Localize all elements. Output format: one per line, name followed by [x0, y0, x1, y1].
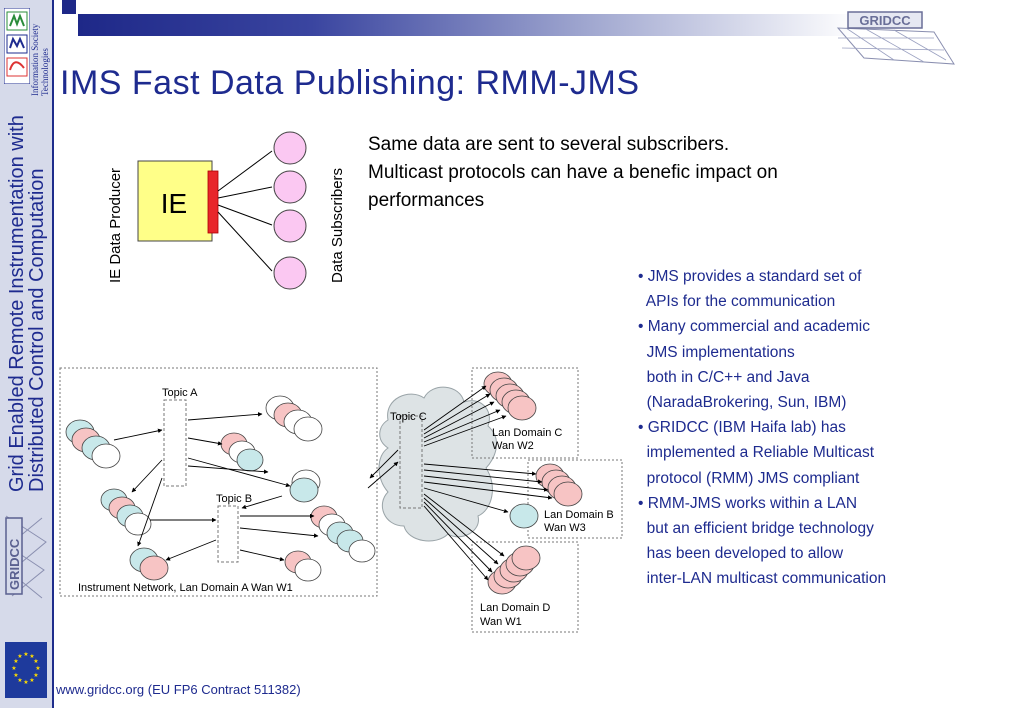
subscriber-node — [273, 131, 307, 165]
bullet-line: APIs for the communication — [638, 293, 836, 311]
subscriber-node — [273, 170, 307, 204]
svg-text:★: ★ — [29, 677, 34, 684]
domain-d-box — [471, 541, 579, 633]
svg-text:★: ★ — [17, 653, 22, 660]
topic-c-label: Topic C — [390, 411, 427, 423]
topic-arrows-b — [150, 495, 319, 562]
bullet-line: • JMS provides a standard set of — [638, 268, 862, 285]
ist-logo-icon — [4, 8, 30, 84]
subscriber-node — [273, 256, 307, 290]
svg-text:★: ★ — [29, 653, 34, 660]
network-node — [289, 477, 319, 503]
bullet-line: • Many commercial and academic — [638, 318, 870, 336]
domain-d-label: Lan Domain D — [480, 602, 550, 614]
domain-c-label: Lan Domain C — [492, 427, 562, 439]
svg-text:★: ★ — [23, 651, 28, 658]
sidebar-divider — [52, 0, 54, 708]
ie-producer-box — [137, 160, 213, 242]
svg-text:★: ★ — [11, 665, 16, 672]
svg-text:★: ★ — [35, 665, 40, 672]
domain-d-sublabel: Wan W1 — [480, 616, 522, 628]
topic-b-label: Topic B — [216, 493, 252, 505]
node-cluster-domain-d — [487, 545, 541, 595]
topic-b-box — [217, 505, 239, 563]
bullet-line: both in C/C++ and Java — [638, 368, 810, 386]
svg-text:★: ★ — [13, 672, 18, 679]
slide-title: IMS Fast Data Publishing: RMM-JMS — [60, 64, 640, 102]
topic-c-box — [399, 415, 423, 509]
ist-caption: Information Society Technologies — [30, 23, 50, 96]
intro-line: Same data are sent to several subscriber… — [368, 134, 730, 155]
domain-b-sublabel: Wan W3 — [544, 522, 586, 534]
publish-diagram: IE IE Data Producer Data Subscribers — [107, 131, 346, 290]
domain-a-label: Instrument Network, Lan Domain A Wan W1 — [78, 582, 293, 594]
domain-c-sublabel: Wan W2 — [492, 440, 534, 452]
bullet-line: JMS implementations — [638, 343, 795, 361]
node-cluster-mid-top — [265, 395, 323, 442]
bullet-line: but an efficient bridge technology — [638, 520, 874, 538]
header-gradient-bar — [78, 14, 858, 36]
gridcc-logo-icon: GRIDCC — [836, 11, 955, 65]
domain-b-label: Lan Domain B — [544, 509, 614, 521]
producer-label: IE Data Producer — [107, 168, 124, 283]
node-cluster-left-top — [65, 419, 121, 469]
eu-flag-icon: ★★★★ ★★★★ ★★★★ — [5, 642, 47, 698]
bullet-list: • JMS provides a standard set of APIs fo… — [638, 264, 1008, 592]
bullet-line: has been developed to allow — [638, 545, 844, 563]
bullet-line: • RMM-JMS works within a LAN — [638, 494, 858, 512]
gridcc-logo-text: GRIDCC — [859, 13, 911, 28]
bullet-line: implemented a Reliable Multicast — [638, 444, 875, 462]
domain-a-box — [59, 367, 378, 597]
svg-text:★: ★ — [33, 658, 38, 665]
svg-text:★: ★ — [17, 677, 22, 684]
svg-text:★: ★ — [13, 658, 18, 665]
domain-c-box — [471, 367, 579, 459]
network-node — [509, 503, 539, 529]
intro-line: Multicast protocols can have a benefic i… — [368, 162, 778, 183]
svg-text:★: ★ — [33, 672, 38, 679]
topic-a-box — [163, 399, 187, 487]
svg-text:★: ★ — [23, 679, 28, 686]
side-title-line2: Distributed Control and Computation — [26, 168, 48, 492]
node-cluster-bottom-left — [129, 547, 169, 581]
node-cluster-left-mid — [100, 488, 152, 536]
node-cluster-bottom-right — [284, 550, 322, 582]
intro-line: performances — [368, 190, 485, 211]
multicast-arrows — [423, 385, 553, 581]
bullet-line: • GRIDCC (IBM Haifa lab) has — [638, 419, 846, 437]
node-cluster-domain-c — [483, 371, 537, 421]
topic-arrows-a — [113, 412, 291, 547]
ie-output-bar — [207, 170, 219, 234]
network-diagram: Instrument Network, Lan Domain A Wan W1 … — [59, 367, 623, 633]
topic-a-label: Topic A — [162, 387, 198, 399]
node-cluster-right-mid — [310, 505, 376, 563]
header-accent — [62, 0, 76, 14]
subscriber-node — [273, 209, 307, 243]
bullet-line: (NaradaBrokering, Sun, IBM) — [638, 394, 847, 412]
node-cluster-domain-b — [535, 463, 583, 507]
bullet-line: protocol (RMM) JMS compliant — [638, 469, 860, 487]
bullet-line: inter-LAN multicast communication — [638, 570, 887, 588]
ie-box-label: IE — [161, 188, 187, 219]
footer-text: www.gridcc.org (EU FP6 Contract 511382) — [56, 682, 301, 697]
cloud-topic-c — [378, 386, 498, 542]
intro-text: Same data are sent to several subscriber… — [368, 131, 928, 215]
side-gridcc-logo-icon: GRIDCC — [5, 515, 47, 599]
domain-b-box — [527, 459, 623, 539]
node-cluster-center — [220, 432, 264, 472]
subscribers-label: Data Subscribers — [329, 168, 346, 283]
side-logo-text: GRIDCC — [7, 538, 22, 590]
